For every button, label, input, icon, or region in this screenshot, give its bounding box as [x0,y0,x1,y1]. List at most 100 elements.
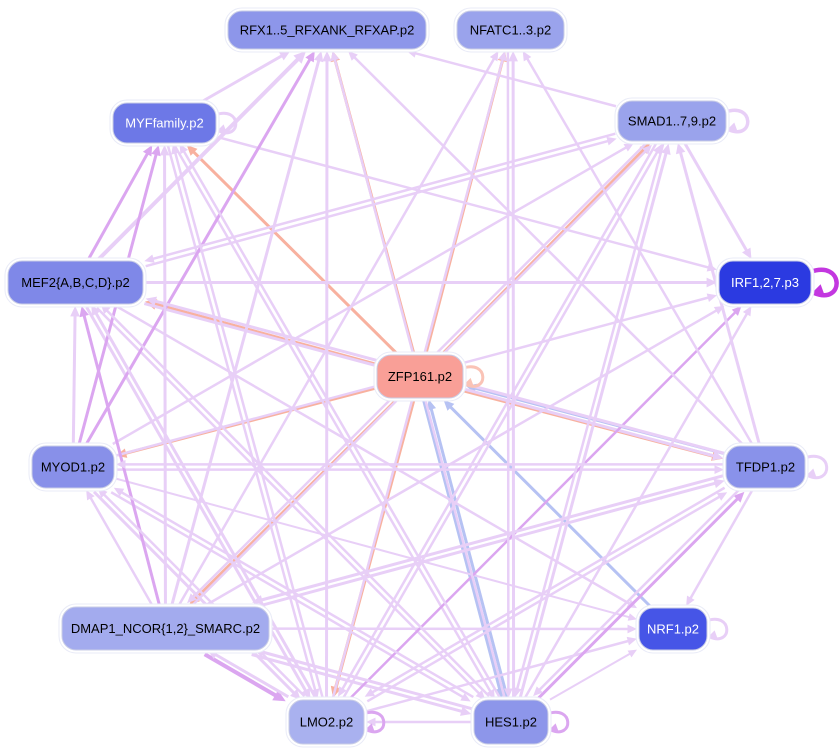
edge-SMAD-to-HES1 [515,142,665,693]
node-label-DMAP: DMAP1_NCOR{1,2}_SMARC.p2 [71,621,260,636]
arrowhead-DMAP-to-TFDP [713,478,725,489]
edge-TFDP-to-NFATC [524,55,754,445]
arrowhead-MEF2-to-TFDP [712,451,724,461]
arrowhead-LMO2-to-IRF [731,306,742,316]
node-RFX[interactable]: RFX1..5_RFXANK_RFXAP.p2 [224,7,430,53]
edge-HES1-to-ZFP161 [428,404,509,698]
arrowhead-TFDP-to-RFX [348,51,358,61]
arrowhead-MYOD-to-IRF [706,293,717,302]
node-box [473,699,549,745]
node-MYF[interactable]: MYFfamily.p2 [109,99,220,147]
edge-LMO2-to-TFDP [366,494,723,703]
edge-LMO2-to-MYOD [100,491,306,698]
node-box [456,10,565,50]
node-label-NFATC: NFATC1..3.p2 [470,23,551,38]
arrowhead-LMO2-to-NRF1 [626,636,637,646]
edge-DMAP-to-MYF [163,151,167,606]
edge-LMO2-to-SMAD [341,148,660,700]
arrowhead-NRF1-to-ZFP161 [443,400,455,411]
edge-DMAP-to-MYOD [87,494,154,606]
arrowhead-DMAP-to-MEF2 [79,306,89,318]
arrowhead-MYOD-to-MEF2 [70,306,80,317]
arrowhead-DMAP-to-LMO2 [272,690,286,702]
arrowhead-DMAP-to-MYF [159,145,170,156]
node-label-MYOD: MYOD1.p2 [41,460,105,475]
node-box [725,445,806,489]
node-label-MYF: MYFfamily.p2 [125,116,204,131]
edge-DMAP-to-NFATC [177,55,497,606]
node-label-HES1: HES1.p2 [485,715,537,730]
edge-HES1-to-DMAP [258,649,474,711]
edge-MYOD-to-MEF2 [71,312,77,445]
arrowhead-TFDP-to-SMAD [675,143,686,155]
arrowhead-DMAP-to-HES1 [460,706,472,716]
node-label-LMO2: LMO2.p2 [300,715,353,730]
nodes-layer: RFX1..5_RFXANK_RFXAP.p2 NFATC1..3.p2MYFfa… [4,7,815,748]
edge-TFDP-to-DMAP [257,474,724,603]
node-label-NRF1: NRF1.p2 [647,622,699,637]
node-IRF[interactable]: IRF1,2,7.p3 [715,257,815,308]
edge-MYOD-to-SMAD [112,144,630,446]
arrowhead-TFDP-to-NFATC [522,51,532,62]
node-box [61,606,270,651]
arrowhead-DMAP-to-RFX [313,51,324,63]
self-loop-MYF [214,111,238,135]
arrowhead-MEF2-to-MYF [142,145,153,157]
node-ZFP161[interactable]: ZFP161.p2 [373,351,467,402]
node-box [376,354,464,399]
node-SMAD[interactable]: SMAD1..7,9.p2 [614,97,730,145]
arrowhead-MYOD-to-TFDP [714,465,724,474]
edge-SMAD-to-IRF [683,142,750,255]
edge-SMAD-to-LMO2 [339,141,659,693]
arrowhead-HES1-to-TFDP [733,491,745,503]
self-loop-SMAD [724,108,750,134]
edge-LMO2-to-DMAP [211,651,290,699]
node-box [31,445,115,489]
edge-HES1-to-TFDP [535,495,742,701]
arrowhead-SMAD-to-IRF [742,247,752,259]
edge-HES1-to-SMAD [518,149,669,700]
arrowhead-LMO2-to-MEF2 [91,304,101,317]
node-TFDP[interactable]: TFDP1.p2 [722,442,809,492]
arrowhead-TFDP-to-DMAP [252,595,264,605]
self-loop-IRF [809,267,839,298]
node-box [288,699,365,745]
arrowhead-SMAD-to-LMO2 [338,686,347,697]
node-NFATC[interactable]: NFATC1..3.p2 [453,7,568,53]
edge-TFDP-to-LMO2 [368,486,726,696]
self-loop-arrowhead-IRF [812,284,825,295]
self-loop-NRF1 [705,617,729,641]
node-label-MEF2: MEF2{A,B,C,D}.p2 [21,275,129,290]
arrowhead-LMO2-to-SMAD [653,144,662,155]
edge-HES1-to-MYF [181,148,501,698]
edge-ZFP161-to-MYF [190,148,398,355]
arrowhead-HES1-to-SMAD [661,143,671,155]
edge-HES1-to-NRF1 [549,651,634,701]
edge-MEF2-to-MYF [87,149,151,260]
edge-TFDP-to-RFX [351,54,744,445]
node-box [638,607,708,651]
node-DMAP[interactable]: DMAP1_NCOR{1,2}_SMARC.p2 [58,603,273,654]
arrowhead-HES1-to-RFX [330,51,340,62]
arrowhead-TFDP-to-NRF1 [686,595,695,606]
arrowhead-MEF2-to-IRF [706,277,717,288]
edge-LMO2-to-MYF [173,149,324,698]
arrowhead-MYOD-to-HES1 [460,692,471,702]
node-MEF2[interactable]: MEF2{A,B,C,D}.p2 [4,257,147,308]
node-MYOD[interactable]: MYOD1.p2 [28,442,118,492]
edge-SMAD-to-RFX [411,51,617,108]
arrowhead-SMAD-to-HES1 [513,687,522,698]
arrowhead-ZFP161-to-MYF [186,145,198,156]
arrowhead-TFDP-to-MEF2 [145,296,157,306]
self-loop-HES1 [546,710,570,734]
edge-MEF2-to-SMAD [145,138,612,268]
node-NRF1[interactable]: NRF1.p2 [635,604,711,654]
arrowhead-LMO2-to-TFDP [716,492,728,501]
edge-SMAD-to-MEF2 [149,132,616,261]
node-HES1[interactable]: HES1.p2 [470,696,552,748]
self-loop-TFDP [803,454,829,480]
arrowhead-NFATC-to-HES1 [504,688,513,699]
node-LMO2[interactable]: LMO2.p2 [285,696,368,748]
arrowhead-SMAD-to-MEF2 [144,254,155,263]
